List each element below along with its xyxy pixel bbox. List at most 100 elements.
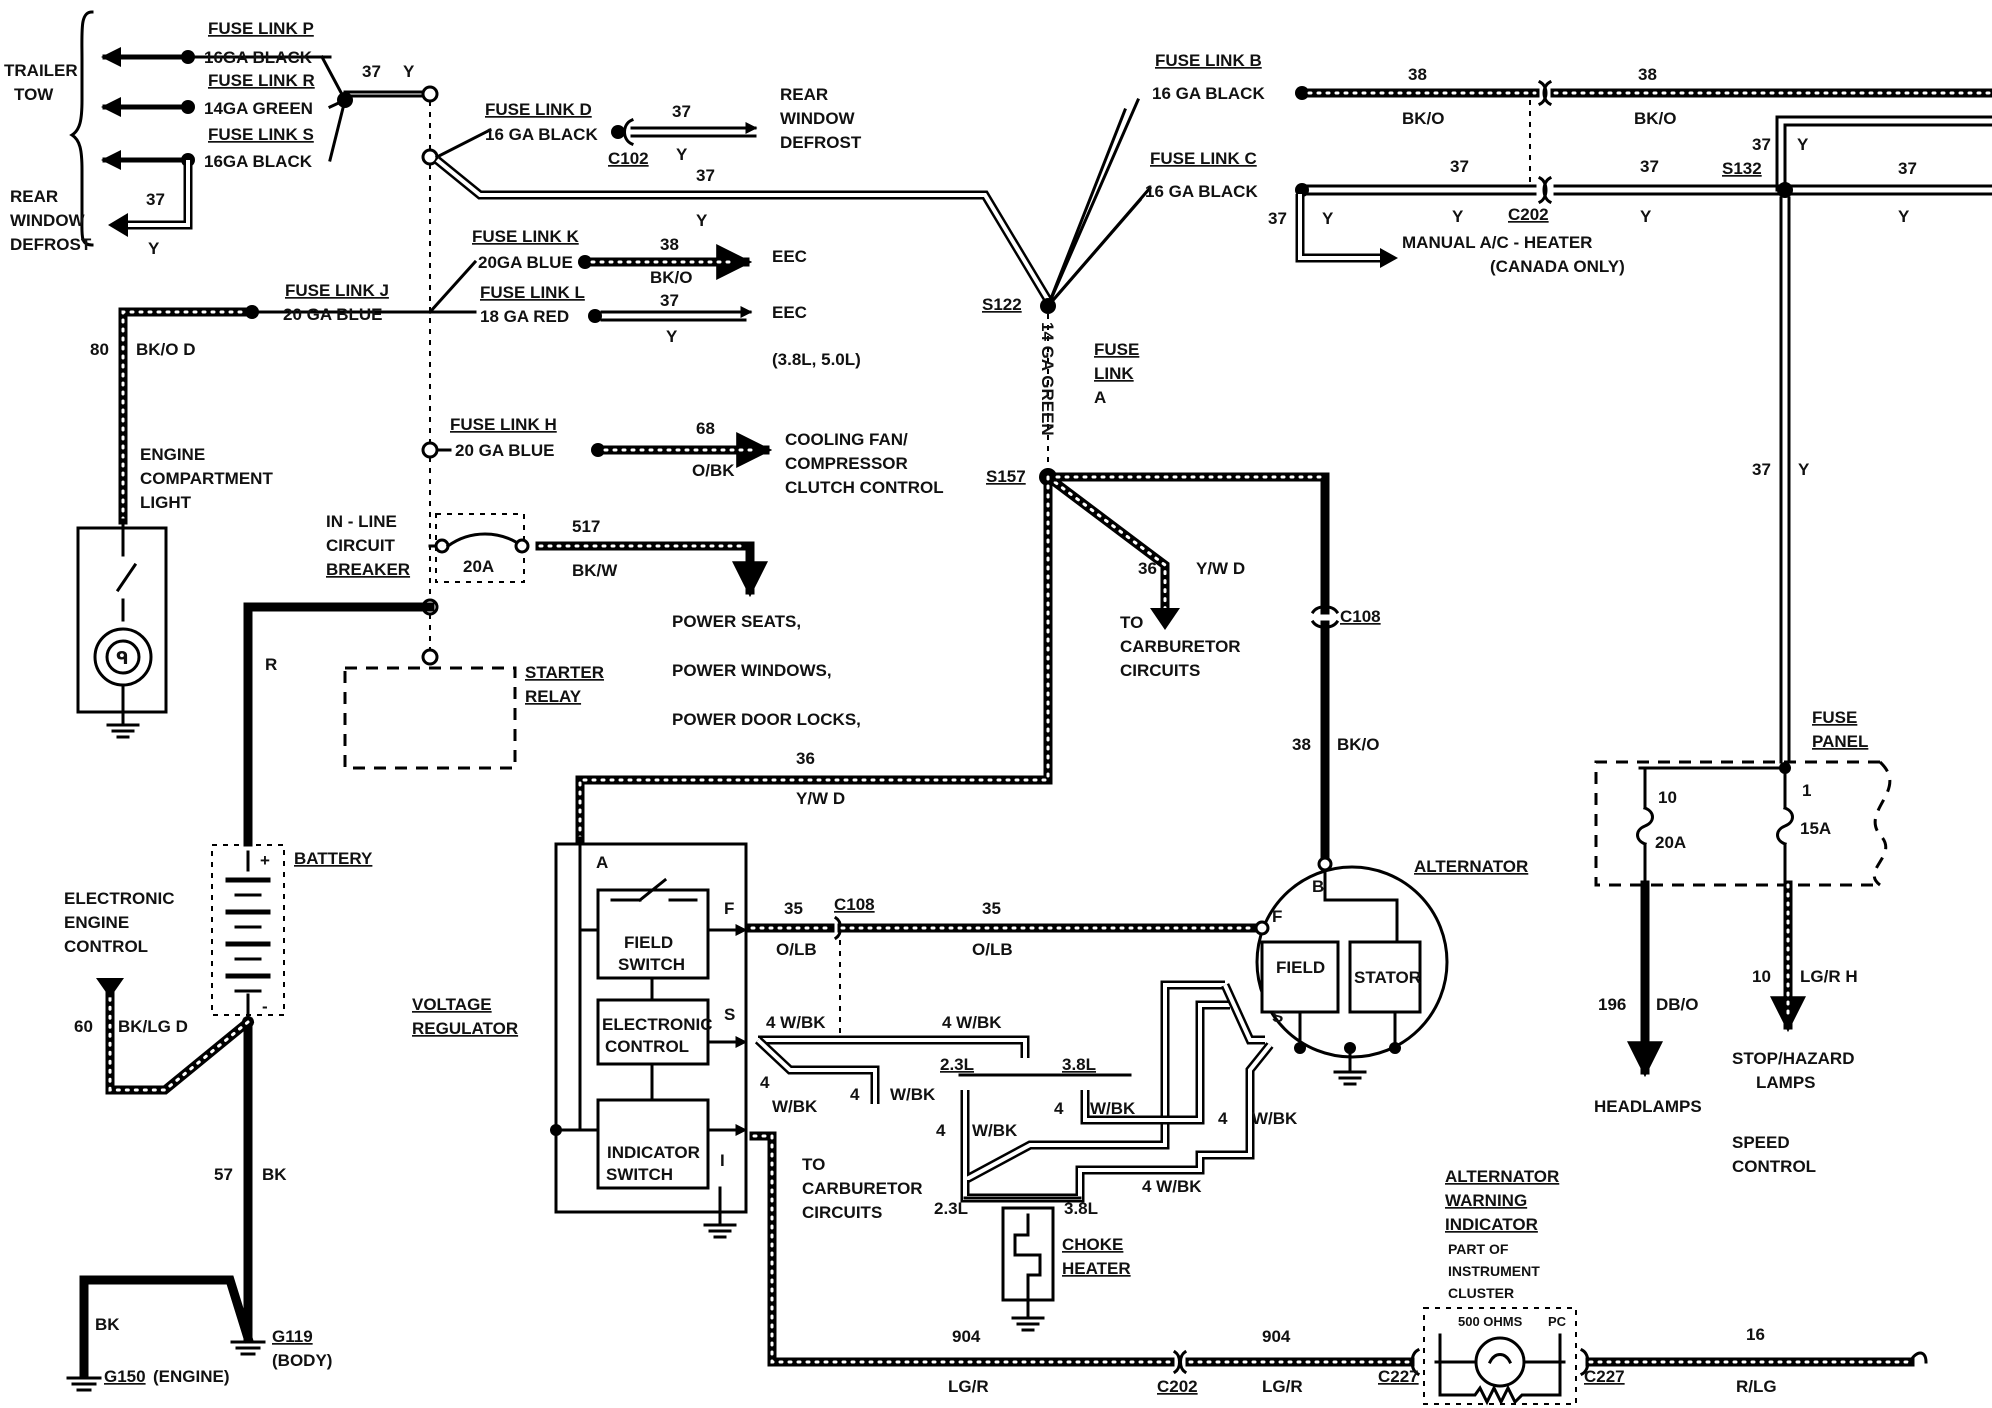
starter-relay-label-2: RELAY: [525, 687, 582, 706]
g119-ground: G119: [272, 1327, 313, 1346]
awi-label-5: INSTRUMENT: [1448, 1263, 1540, 1279]
circuit-196: 196: [1598, 995, 1626, 1014]
lamp-filament-icon: ᑫ: [116, 649, 129, 668]
fuse-link-r-label: FUSE LINK R: [208, 71, 315, 90]
fuse-link-h-circuit: FUSE LINK H 20 GA BLUE 68 O/BK COOLING F…: [435, 415, 944, 497]
circuit-904-a: 904: [952, 1327, 981, 1346]
field-switch-label: FIELD: [624, 933, 673, 952]
choke-heater-label-2: HEATER: [1062, 1259, 1131, 1278]
battery-cells-icon: [225, 877, 271, 993]
fuse-link-s-label: FUSE LINK S: [208, 125, 314, 144]
circuit-4-e: 4: [1218, 1109, 1228, 1128]
fuse-link-a-label-2: LINK: [1094, 364, 1134, 383]
awi-label-2: WARNING: [1445, 1191, 1527, 1210]
reg-term-s: S: [724, 1005, 735, 1024]
to-carb-label-2: CARBURETOR: [1120, 637, 1241, 656]
fuse-link-l-gauge: 18 GA RED: [480, 307, 569, 326]
fuse-10-label: 10: [1658, 788, 1677, 807]
cooling-fan-label-2: COMPRESSOR: [785, 454, 908, 473]
circuit-37-fuse: 37: [1752, 460, 1771, 479]
fuse-20a-label: 20A: [1655, 833, 1686, 852]
circuit-y-fuse: Y: [1798, 460, 1810, 479]
fuse-link-p-gauge: 16GA BLACK: [204, 48, 313, 67]
circuit-517: 517: [572, 517, 600, 536]
to-carb-lower: TO: [802, 1155, 825, 1174]
circuit-4wbk-2: 4 W/BK: [942, 1013, 1002, 1032]
speed-control-label-2: CONTROL: [1732, 1157, 1816, 1176]
electronic-engine-control-2: ENGINE: [64, 913, 129, 932]
g150-ground: G150: [104, 1367, 146, 1386]
circuit-y-ac: Y: [1322, 209, 1334, 228]
fuse-link-j-label: FUSE LINK J: [285, 281, 389, 300]
cb-rating: 20A: [463, 557, 494, 576]
reg-term-i: I: [720, 1151, 725, 1170]
circuit-68: 68: [696, 419, 715, 438]
engine-23-b: 2.3L: [934, 1199, 968, 1218]
fuse-1-label: 1: [1802, 781, 1811, 800]
circuit-r-battery: R: [265, 655, 277, 674]
circuit-37-to-s122: 37 Y: [434, 156, 1052, 303]
rear-window-defrost-right-2: WINDOW: [780, 109, 856, 128]
electronic-control-label-2: CONTROL: [605, 1037, 689, 1056]
circuit-904-b: 904: [1262, 1327, 1291, 1346]
fuse-panel-label: FUSE: [1812, 708, 1857, 727]
fuse-link-c-gauge: 16 GA BLACK: [1145, 182, 1258, 201]
trailer-tow-label-2: TOW: [14, 85, 54, 104]
inline-cb-label-3: BREAKER: [326, 560, 410, 579]
circuit-80: 80: [90, 340, 109, 359]
circuit-y-d: Y: [676, 145, 688, 164]
circuit-y-s132: Y: [1797, 135, 1809, 154]
alternator: ALTERNATOR B FIELD STATOR F S: [1254, 856, 1528, 1086]
starter-relay: STARTER RELAY: [343, 663, 604, 770]
voltage-regulator-label: VOLTAGE: [412, 995, 492, 1014]
circuit-bko-alt: BK/O: [1337, 735, 1380, 754]
circuit-y-rwd: Y: [148, 239, 160, 258]
inline-circuit-breaker: IN - LINE CIRCUIT BREAKER 20A 517 BK/W P…: [326, 512, 861, 729]
alt-term-b: B: [1312, 877, 1324, 896]
circuit-10: 10: [1752, 967, 1771, 986]
fuse-link-d-circuit: FUSE LINK D 16 GA BLACK C102 37 Y REAR W…: [434, 85, 862, 168]
to-carb-label: TO: [1120, 613, 1143, 632]
circuit-olb-a: O/LB: [776, 940, 817, 959]
engine-compartment-light-label-2: COMPARTMENT: [140, 469, 273, 488]
electronic-engine-control: ELECTRONIC: [64, 889, 175, 908]
battery-label: BATTERY: [294, 849, 373, 868]
fuse-link-c-label: FUSE LINK C: [1150, 149, 1257, 168]
voltage-regulator-label-2: REGULATOR: [412, 1019, 518, 1038]
battery-plus: +: [260, 851, 270, 870]
engine-compartment-light: ENGINE COMPARTMENT LIGHT ᑫ: [76, 445, 273, 739]
circuit-wbk-e: W/BK: [1252, 1109, 1298, 1128]
s122-splice: S122: [982, 295, 1022, 314]
c202-top: C202: [1508, 205, 1549, 224]
engine-38-b: 3.8L: [1064, 1199, 1098, 1218]
fuse-link-b-circuit: FUSE LINK B 16 GA BLACK 38 BK/O 38 BK/O: [1152, 51, 1992, 186]
circuit-60: 60: [74, 1017, 93, 1036]
manual-ac-label: MANUAL A/C - HEATER: [1402, 233, 1592, 252]
circuit-4-a: 4: [760, 1073, 770, 1092]
headlamps-label: HEADLAMPS: [1594, 1097, 1702, 1116]
engine-compartment-light-label: ENGINE: [140, 445, 205, 464]
circuit-bk-57: BK: [262, 1165, 287, 1184]
circuit-38-k: 38: [660, 235, 679, 254]
stop-hazard-label: STOP/HAZARD: [1732, 1049, 1854, 1068]
fuse-link-k-j-l-circuits: FUSE LINK J 20 GA BLUE 80 BK/O D FUSE LI…: [90, 227, 861, 525]
trailer-tow-section: TRAILER TOW FUSE LINK P 16GA BLACK FUSE …: [4, 10, 439, 258]
c227-right: C227: [1584, 1367, 1625, 1386]
indicator-switch-label-2: SWITCH: [606, 1165, 673, 1184]
circuit-lgr-a: LG/R: [948, 1377, 989, 1396]
fuse-link-k-label: FUSE LINK K: [472, 227, 579, 246]
battery-circuit: R BATTERY + - 57 BK BK G119 (BODY) G150 …: [64, 602, 435, 1392]
circuit-4wbk-1: 4 W/BK: [766, 1013, 826, 1032]
power-seats: POWER SEATS,: [672, 612, 801, 631]
circuit-wbk-d: W/BK: [1090, 1099, 1136, 1118]
circuit-y-c1: Y: [1452, 207, 1464, 226]
starter-relay-label: STARTER: [525, 663, 604, 682]
regulator-output-wires: C108 35 O/LB 35 O/LB 4 W/BK 4 W/BK 4 W/B…: [747, 895, 1415, 1396]
rear-window-defrost-right-3: DEFROST: [780, 133, 862, 152]
manual-ac-label-2: (CANADA ONLY): [1490, 257, 1625, 276]
circuit-37-c3: 37: [1898, 159, 1917, 178]
circuit-38-b1: 38: [1408, 65, 1427, 84]
fuse-link-a-circuit: S122 14 GA GREEN FUSE LINK A S157: [982, 98, 1153, 486]
engine-note: (3.8L, 5.0L): [772, 350, 861, 369]
s157-distribution: 36 Y/W D TO CARBURETOR CIRCUITS C108 38 …: [575, 470, 1381, 865]
